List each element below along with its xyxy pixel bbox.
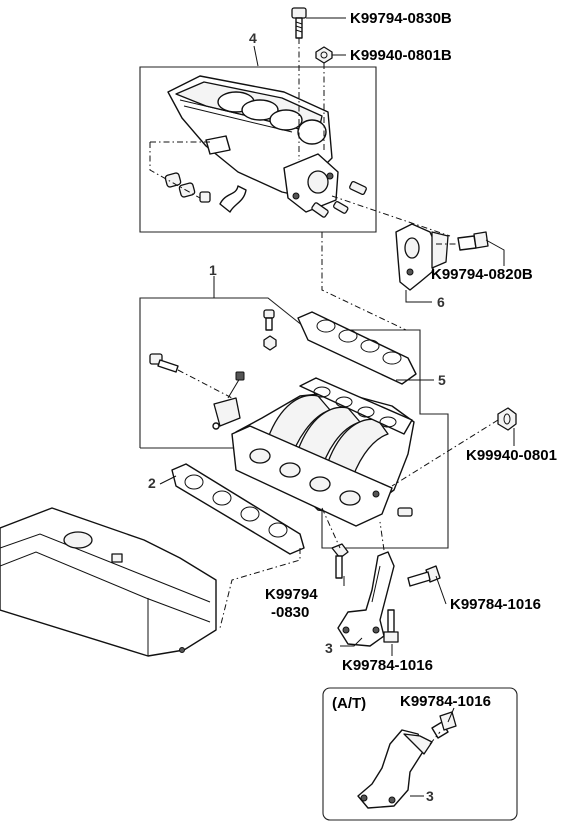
stay-at-part-3 xyxy=(357,729,433,809)
surge-tank-part-4 xyxy=(149,75,367,218)
bolt-stay-right-icon xyxy=(407,565,441,587)
nut-right-icon xyxy=(497,407,517,431)
leader-lines xyxy=(159,17,515,797)
part-number-2: 2 xyxy=(148,475,156,491)
bolt-at-icon xyxy=(431,711,457,739)
callout-bolt-lower-2: -0830 xyxy=(271,604,310,621)
frame-part-4 xyxy=(139,66,377,233)
nut-top-icon xyxy=(315,46,333,64)
callout-nut-right: K99940-0801 xyxy=(466,447,557,464)
gasket-part-2 xyxy=(171,463,305,555)
engine-block xyxy=(0,507,217,657)
part-number-4: 4 xyxy=(249,30,257,46)
bolt-stay-bottom-icon xyxy=(383,609,399,643)
part-number-6: 6 xyxy=(437,294,445,310)
bolt-top-icon xyxy=(291,7,307,39)
inset-title: (A/T) xyxy=(332,695,367,712)
bracket-part-6 xyxy=(395,223,449,291)
callout-bolt-bracket: K99794-0820B xyxy=(431,266,533,283)
callout-bolt-top: K99794-0830B xyxy=(350,10,452,27)
stud-left-icon xyxy=(149,353,179,373)
stay-part-3 xyxy=(337,551,395,647)
part-number-3-at: 3 xyxy=(426,788,434,804)
part-number-1: 1 xyxy=(209,262,217,278)
callout-nut-top: K99940-0801B xyxy=(350,47,452,64)
callout-bolt-lower-1: K99794 xyxy=(265,586,318,603)
bolt-manifold-icon xyxy=(263,309,277,351)
frame-at-inset xyxy=(322,687,518,821)
callout-bolt-stay-bottom: K99784-1016 xyxy=(342,657,433,674)
part-number-3: 3 xyxy=(325,640,333,656)
intake-manifold-part-1 xyxy=(212,371,415,527)
callout-bolt-stay-right: K99784-1016 xyxy=(450,596,541,613)
gasket-part-5 xyxy=(297,311,417,385)
bolt-bracket-icon xyxy=(457,231,489,251)
bolt-lower-icon xyxy=(331,543,349,579)
callout-at-bolt: K99784-1016 xyxy=(400,693,491,710)
part-number-5: 5 xyxy=(438,372,446,388)
stud-right-icon xyxy=(397,507,413,517)
